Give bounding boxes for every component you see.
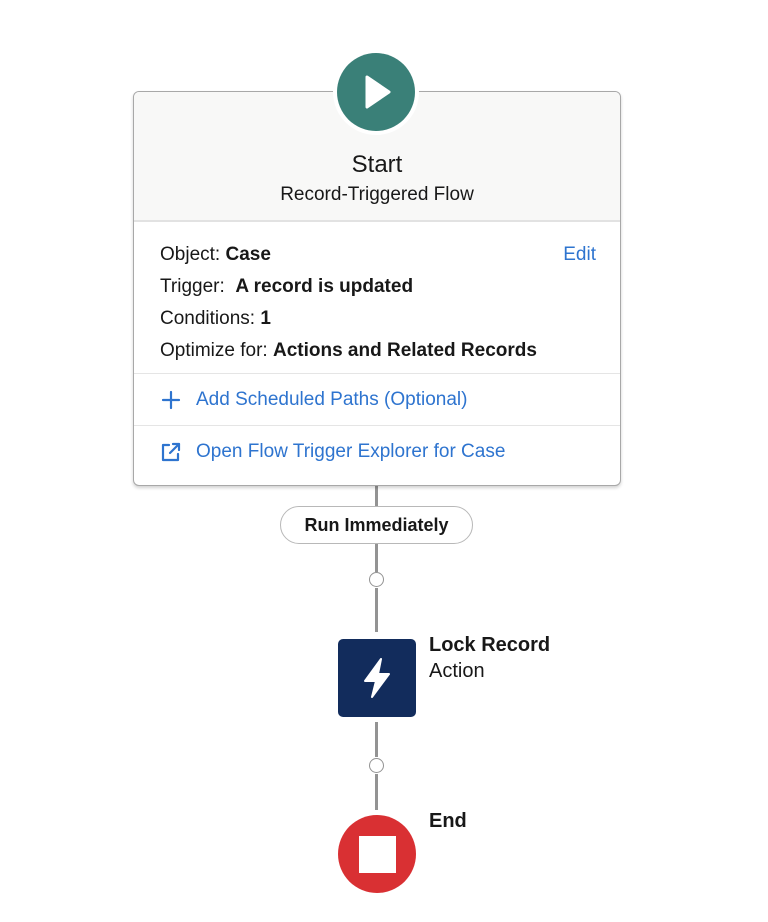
connector-line: [375, 486, 378, 506]
property-label: Optimize for:: [160, 340, 268, 361]
property-trigger: Trigger: A record is updated: [160, 271, 594, 303]
stop-icon: [358, 835, 396, 873]
connector-line: [375, 588, 378, 632]
action-node-title: Lock Record: [429, 634, 551, 656]
property-object: Object: Case: [160, 239, 594, 271]
property-value: Case: [225, 244, 271, 265]
property-label: Object:: [160, 244, 221, 265]
property-value: A record is updated: [235, 276, 414, 297]
property-label: Trigger:: [160, 276, 225, 297]
plus-icon: [160, 389, 182, 411]
open-flow-trigger-explorer-label: Open Flow Trigger Explorer for Case: [196, 441, 506, 462]
end-node-title: End: [429, 810, 467, 832]
add-scheduled-paths-button[interactable]: Add Scheduled Paths (Optional): [134, 374, 620, 426]
edit-link[interactable]: Edit: [563, 244, 596, 265]
play-icon: [365, 75, 391, 109]
action-node-label: Lock Record Action: [429, 632, 550, 684]
property-value: Actions and Related Records: [272, 340, 537, 361]
action-node-type: Action: [429, 660, 485, 682]
connector-line: [375, 774, 378, 810]
property-optimize-for: Optimize for: Actions and Related Record…: [160, 335, 594, 367]
add-element-connector[interactable]: [369, 572, 384, 587]
start-node-icon[interactable]: [333, 49, 419, 135]
end-node[interactable]: [338, 815, 416, 893]
start-node-card[interactable]: Start Record-Triggered Flow Object: Case…: [133, 91, 621, 486]
property-label: Conditions:: [160, 308, 256, 329]
action-node-lock-record[interactable]: [338, 639, 416, 717]
run-immediately-path-label[interactable]: Run Immediately: [280, 506, 473, 544]
open-flow-trigger-explorer-link[interactable]: Open Flow Trigger Explorer for Case: [134, 426, 620, 478]
external-link-icon: [160, 441, 182, 463]
start-node-title: Start: [351, 151, 403, 178]
property-conditions: Conditions: 1: [160, 303, 594, 335]
add-element-connector[interactable]: [369, 758, 384, 773]
property-value: 1: [260, 308, 271, 329]
start-node-subtitle: Record-Triggered Flow: [280, 184, 474, 205]
start-node-properties: Object: Case Trigger: A record is update…: [134, 222, 620, 374]
add-scheduled-paths-label: Add Scheduled Paths (Optional): [196, 388, 468, 410]
end-node-label: End: [429, 808, 467, 834]
connector-line: [375, 544, 378, 572]
connector-line: [375, 722, 378, 757]
lightning-icon: [364, 658, 390, 698]
